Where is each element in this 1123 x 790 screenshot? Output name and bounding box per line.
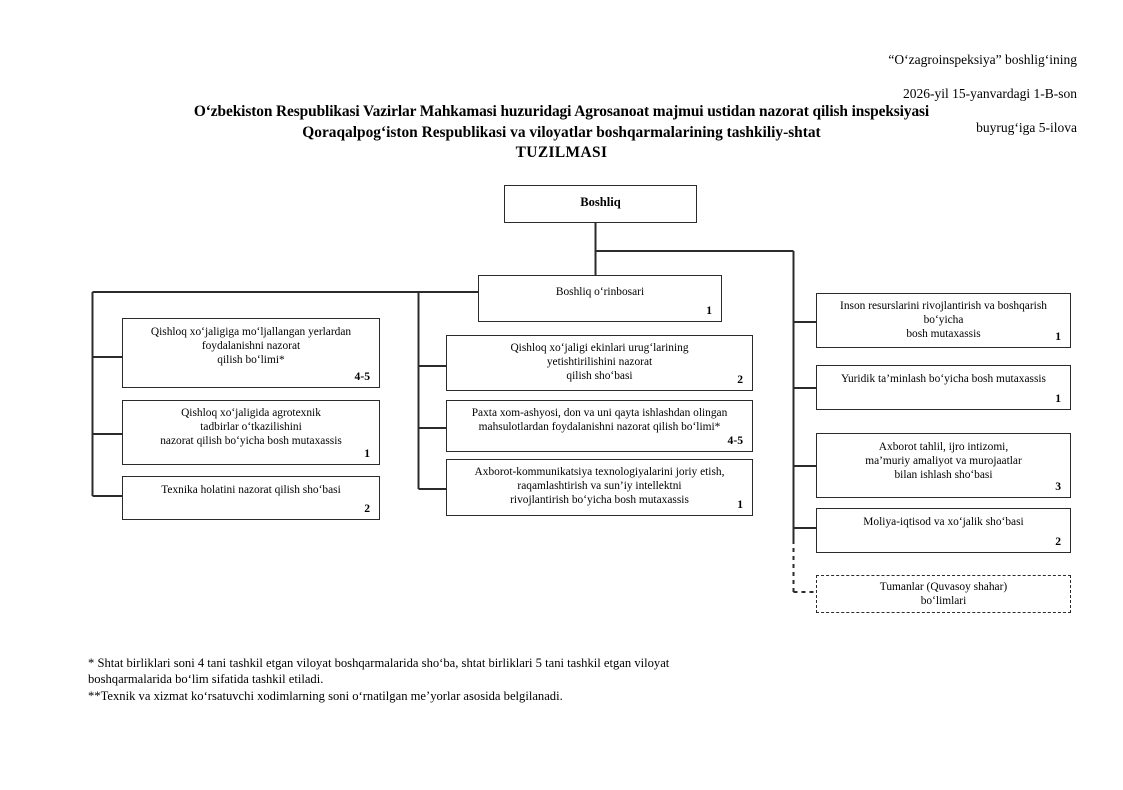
node-boshliq-orinbosari[interactable]: Boshliq o‘rinbosari 1 [478, 275, 722, 322]
node-tumanlar-bolimlari[interactable]: Tumanlar (Quvasoy shahar) bo‘limlari [816, 575, 1071, 613]
node-paxta-xom-ashyo-count: 4-5 [727, 433, 743, 447]
title-line-2: Qoraqalpog‘iston Respublikasi va viloyat… [302, 123, 821, 141]
node-boshliq-orinbosari-count: 1 [706, 303, 712, 317]
node-moliya-iqtisod-label: Moliya-iqtisod va xo‘jalik sho‘basi [863, 516, 1024, 528]
node-inson-resurslari-label: Inson resurslarini rivojlantirish va bos… [840, 300, 1047, 341]
node-inson-resurslari-count: 1 [1055, 329, 1061, 343]
node-axborot-tahlil-label: Axborot tahlil, ijro intizomi, ma’muriy … [865, 441, 1022, 482]
node-boshliq-orinbosari-label: Boshliq o‘rinbosari [555, 286, 645, 298]
footnote-1: * Shtat birliklari soni 4 tani tashkil e… [88, 656, 670, 687]
header-note-line-2: 2026-yil 15-yanvardagi 1-B-son [903, 86, 1077, 101]
document-header-note: “O‘zagroinspeksiya” boshlig‘ining 2026-y… [888, 34, 1077, 153]
node-ekinlar-uruglari[interactable]: Qishloq xo‘jaligi ekinlari urug‘larining… [446, 335, 753, 391]
node-ekinlar-uruglari-label: Qishloq xo‘jaligi ekinlari urug‘larining… [510, 342, 689, 383]
node-axborot-kommunikatsiya[interactable]: Axborot-kommunikatsiya texnologiyalarini… [446, 459, 753, 516]
node-yerlardan-foydalanish-label: Qishloq xo‘jaligiga mo‘ljallangan yerlar… [150, 326, 352, 367]
node-yuridik-taminlash-count: 1 [1055, 391, 1061, 405]
node-ekinlar-uruglari-count: 2 [737, 372, 743, 386]
node-yerlardan-foydalanish-count: 4-5 [354, 369, 370, 383]
page-title: O‘zbekiston Respublikasi Vazirlar Mahkam… [0, 102, 1123, 164]
node-boshliq-label: Boshliq [580, 195, 621, 209]
node-moliya-iqtisod-count: 2 [1055, 534, 1061, 548]
node-axborot-tahlil-count: 3 [1055, 479, 1061, 493]
node-boshliq[interactable]: Boshliq [504, 185, 697, 223]
node-texnika-holati-count: 2 [364, 501, 370, 515]
header-note-line-1: “O‘zagroinspeksiya” boshlig‘ining [888, 52, 1077, 67]
node-agrotexnik-tadbirlar-label: Qishloq xo‘jaligida agrotexnik tadbirlar… [160, 407, 342, 448]
node-agrotexnik-tadbirlar-count: 1 [364, 446, 370, 460]
footnotes: * Shtat birliklari soni 4 tani tashkil e… [88, 655, 748, 704]
title-line-3: TUZILMASI [515, 144, 608, 161]
title-line-1: O‘zbekiston Respublikasi Vazirlar Mahkam… [193, 103, 930, 120]
node-yuridik-taminlash-label: Yuridik ta’minlash bo‘yicha bosh mutaxas… [840, 373, 1046, 385]
node-texnika-holati[interactable]: Texnika holatini nazorat qilish sho‘basi… [122, 476, 380, 520]
node-paxta-xom-ashyo-label: Paxta xom-ashyosi, don va uni qayta ishl… [471, 407, 728, 434]
node-axborot-tahlil[interactable]: Axborot tahlil, ijro intizomi, ma’muriy … [816, 433, 1071, 498]
node-moliya-iqtisod[interactable]: Moliya-iqtisod va xo‘jalik sho‘basi 2 [816, 508, 1071, 553]
node-yuridik-taminlash[interactable]: Yuridik ta’minlash bo‘yicha bosh mutaxas… [816, 365, 1071, 410]
header-note-line-3: buyrug‘iga 5-ilova [976, 120, 1077, 135]
footnote-2: **Texnik va xizmat ko‘rsatuvchi xodimlar… [88, 688, 563, 703]
node-inson-resurslari[interactable]: Inson resurslarini rivojlantirish va bos… [816, 293, 1071, 348]
node-axborot-kommunikatsiya-count: 1 [737, 497, 743, 511]
node-texnika-holati-label: Texnika holatini nazorat qilish sho‘basi [161, 484, 341, 496]
node-yerlardan-foydalanish[interactable]: Qishloq xo‘jaligiga mo‘ljallangan yerlar… [122, 318, 380, 388]
node-axborot-kommunikatsiya-label: Axborot-kommunikatsiya texnologiyalarini… [474, 466, 725, 507]
node-agrotexnik-tadbirlar[interactable]: Qishloq xo‘jaligida agrotexnik tadbirlar… [122, 400, 380, 465]
node-paxta-xom-ashyo[interactable]: Paxta xom-ashyosi, don va uni qayta ishl… [446, 400, 753, 452]
node-tumanlar-bolimlari-label: Tumanlar (Quvasoy shahar) bo‘limlari [879, 581, 1008, 608]
